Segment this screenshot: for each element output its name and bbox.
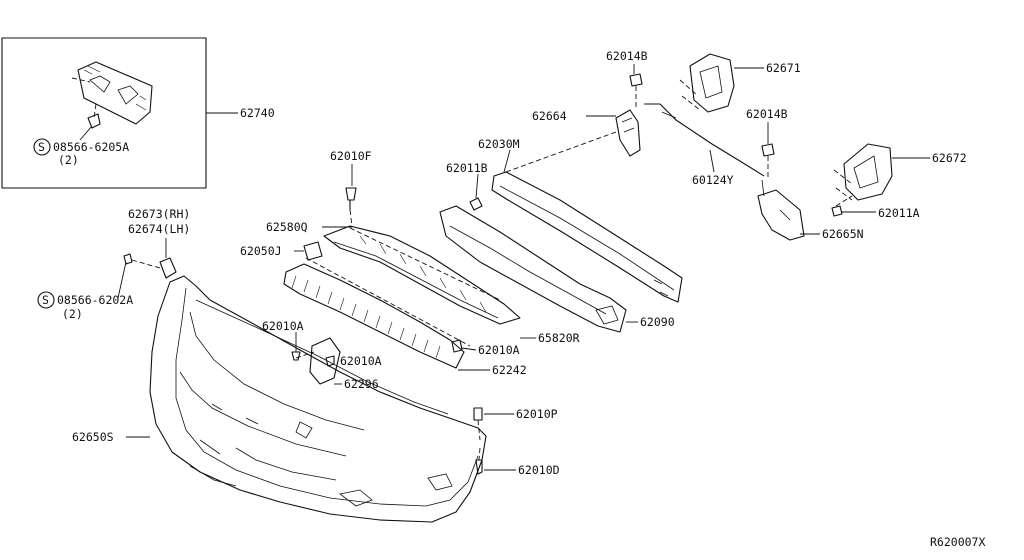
label-62010A-left: 62010A <box>262 319 304 333</box>
label-62664: 62664 <box>532 109 567 123</box>
clip-62010F <box>345 187 357 210</box>
label-62010A-right: 62010A <box>478 343 520 357</box>
s-symbol-b-text: S <box>42 293 49 307</box>
label-65820R: 65820R <box>538 331 580 345</box>
nut-62014B-mid <box>761 143 775 157</box>
screw-08566-6202A <box>123 253 133 265</box>
reinforcement-62030M <box>491 171 683 303</box>
nut-62014B-top <box>629 73 643 87</box>
label-62242: 62242 <box>492 363 527 377</box>
bracket-62050J <box>303 241 323 261</box>
inset-frame <box>1 37 207 189</box>
label-62011B: 62011B <box>446 161 488 175</box>
label-62090: 62090 <box>640 315 675 329</box>
clip-62010A-mid <box>325 355 335 367</box>
clip-62010A-right <box>451 339 463 353</box>
bracket-62665N <box>757 179 805 241</box>
lower-grille-62242 <box>283 263 465 369</box>
label-62010A-mid: 62010A <box>340 354 382 368</box>
label-62672: 62672 <box>932 151 967 165</box>
label-qty-a: (2) <box>58 153 79 167</box>
label-62010F: 62010F <box>330 149 372 163</box>
energy-absorber-62090 <box>439 205 627 333</box>
label-62030M: 62030M <box>478 137 520 151</box>
clip-62010P <box>473 407 483 421</box>
lock-62672 <box>833 143 893 201</box>
label-62674-lh: 62674(LH) <box>128 222 190 236</box>
label-62014B-top: 62014B <box>606 49 648 63</box>
label-62010P: 62010P <box>516 407 558 421</box>
label-62580Q: 62580Q <box>266 220 308 234</box>
label-62665N: 62665N <box>822 227 864 241</box>
lock-62671 <box>679 53 735 113</box>
bracket-62664 <box>615 109 641 157</box>
s-symbol-a <box>33 138 51 156</box>
clip-62010A-left <box>291 351 301 361</box>
label-62050J: 62050J <box>240 244 282 258</box>
label-62011A: 62011A <box>878 206 920 220</box>
cable-60124Y <box>644 103 765 177</box>
s-symbol-b <box>37 291 55 309</box>
bracket-62296 <box>309 337 341 385</box>
label-62671: 62671 <box>766 61 801 75</box>
label-62740: 62740 <box>240 106 275 120</box>
nut-62011A <box>831 205 843 217</box>
bumper-fascia-62650S <box>149 275 487 523</box>
s-symbol-a-text: S <box>38 140 45 154</box>
screw-08566-6205A <box>87 113 101 129</box>
license-bracket-part <box>77 61 153 125</box>
clip-62010D <box>475 459 483 475</box>
upper-cover-62580Q <box>323 225 521 325</box>
label-08566-6202A: 08566-6202A <box>57 293 133 307</box>
label-62296: 62296 <box>344 377 379 391</box>
label-62673-rh: 62673(RH) <box>128 207 190 221</box>
label-62014B-mid: 62014B <box>746 107 788 121</box>
nut-62011B <box>469 197 483 211</box>
reference-code: R620007X <box>930 535 985 549</box>
label-62650S: 62650S <box>72 430 114 444</box>
label-08566-6205A: 08566-6205A <box>53 140 129 154</box>
inset-license-bracket: S 08566-6205A (2) <box>1 37 207 189</box>
label-60124Y: 60124Y <box>692 173 734 187</box>
label-62010D: 62010D <box>518 463 560 477</box>
clip-62673-62674 <box>159 257 177 279</box>
label-qty-b: (2) <box>62 307 83 321</box>
